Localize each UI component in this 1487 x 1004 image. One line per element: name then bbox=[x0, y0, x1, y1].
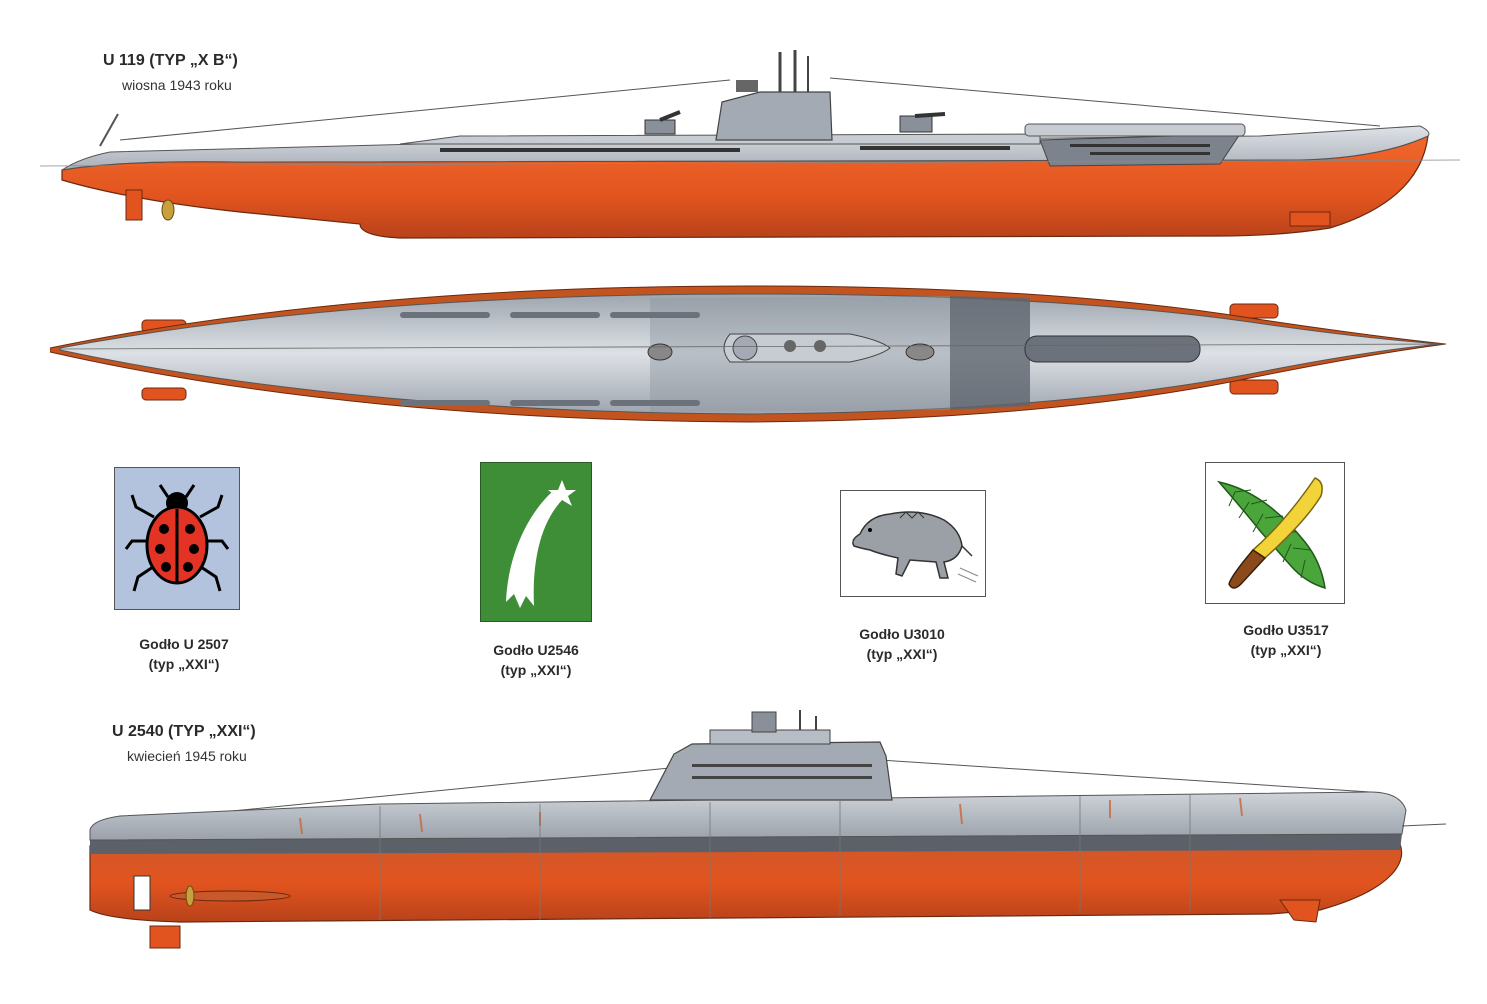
emblem-type: (typ „XXI“) bbox=[1250, 642, 1322, 658]
emblem-name: Godło U3010 bbox=[859, 626, 945, 642]
emblem-name: Godło U 2507 bbox=[139, 636, 229, 652]
u119-subtitle: wiosna 1943 roku bbox=[122, 77, 232, 93]
emblem-caption-u2507: Godło U 2507 (typ „XXI“) bbox=[94, 634, 274, 674]
machete-palm-icon bbox=[1205, 462, 1345, 604]
emblem-type: (typ „XXI“) bbox=[500, 662, 572, 678]
emblem-caption-u3010: Godło U3010 (typ „XXI“) bbox=[812, 624, 992, 664]
emblem-name: Godło U3517 bbox=[1243, 622, 1329, 638]
u2540-subtitle: kwiecień 1945 roku bbox=[127, 748, 247, 764]
emblem-u3010 bbox=[840, 490, 986, 597]
ladybug-icon bbox=[114, 467, 240, 610]
emblem-type: (typ „XXI“) bbox=[148, 656, 220, 672]
u2540-title: U 2540 (TYP „XXI“) bbox=[112, 723, 256, 740]
u119-side-profile bbox=[40, 50, 1460, 239]
emblem-caption-u2546: Godło U2546 (typ „XXI“) bbox=[446, 640, 626, 680]
emblem-u2546 bbox=[480, 462, 592, 622]
boar-icon bbox=[840, 490, 986, 597]
emblem-u2507 bbox=[114, 467, 240, 610]
u119-top-view bbox=[50, 285, 1447, 423]
u2540-side-profile bbox=[89, 710, 1447, 949]
u119-title: U 119 (TYP „X B“) bbox=[103, 52, 238, 69]
emblem-u3517 bbox=[1205, 462, 1345, 604]
emblem-type: (typ „XXI“) bbox=[866, 646, 938, 662]
emblem-caption-u3517: Godło U3517 (typ „XXI“) bbox=[1196, 620, 1376, 660]
emblem-name: Godło U2546 bbox=[493, 642, 579, 658]
shooting-star-icon bbox=[480, 462, 592, 622]
